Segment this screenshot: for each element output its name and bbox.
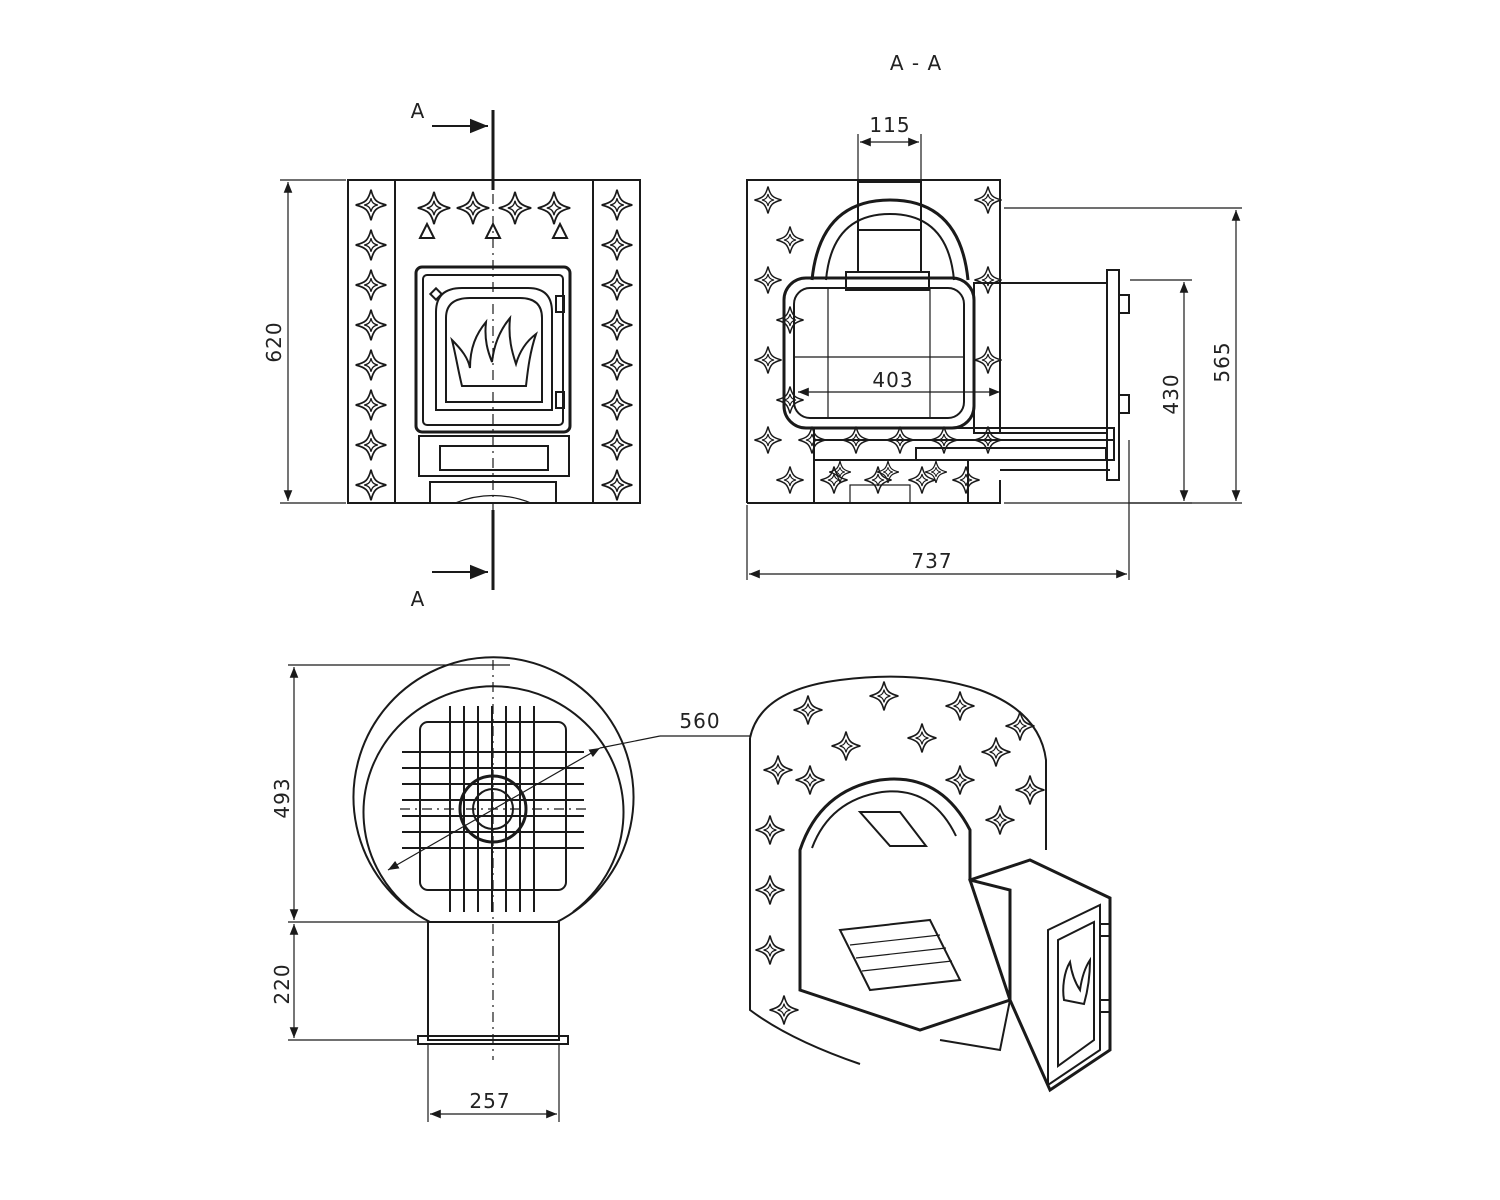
star-ornament: [775, 385, 805, 415]
star-ornament: [600, 268, 634, 302]
front-pattern-right: [600, 188, 634, 502]
star-ornament: [600, 388, 634, 422]
star-ornament: [951, 465, 981, 495]
section-mark-top: A: [411, 99, 426, 123]
dim-door-height: 430: [1159, 373, 1183, 414]
top-view: 560 493 220 257: [270, 656, 750, 1122]
star-ornament: [830, 730, 862, 762]
star-ornament: [600, 348, 634, 382]
star-ornament: [354, 268, 388, 302]
star-ornament: [973, 265, 1003, 295]
section-mark-bottom: A: [411, 587, 426, 611]
dim-tunnel-length: 220: [270, 963, 294, 1004]
dim-diameter: 560: [679, 709, 720, 733]
star-ornament: [1004, 710, 1036, 742]
star-ornament: [907, 465, 937, 495]
star-ornament: [792, 694, 824, 726]
star-ornament: [600, 188, 634, 222]
star-ornament: [600, 228, 634, 262]
star-ornament: [354, 188, 388, 222]
star-ornament: [762, 754, 794, 786]
stove-door: [414, 265, 572, 504]
star-ornament: [754, 934, 786, 966]
isometric-view: [749, 675, 1112, 1093]
star-ornament: [754, 814, 786, 846]
star-ornament: [775, 225, 805, 255]
star-ornament: [980, 736, 1012, 768]
star-ornament: [906, 722, 938, 754]
star-ornament: [753, 265, 783, 295]
star-ornament: [354, 308, 388, 342]
star-ornament: [944, 690, 976, 722]
star-ornament: [354, 228, 388, 262]
front-pattern-top: [416, 190, 572, 239]
star-ornament: [984, 804, 1016, 836]
star-ornament: [973, 345, 1003, 375]
star-ornament: [600, 468, 634, 502]
star-ornament: [354, 428, 388, 462]
star-ornament: [868, 680, 900, 712]
star-ornament: [768, 994, 800, 1026]
star-ornament: [1014, 774, 1046, 806]
front-pattern-left: [354, 188, 388, 502]
star-ornament: [753, 345, 783, 375]
dim-total-height: 565: [1210, 341, 1234, 382]
section-view: A - A 115: [746, 51, 1242, 580]
star-ornament: [354, 348, 388, 382]
dim-front-height: 620: [262, 321, 286, 362]
star-ornament: [600, 428, 634, 462]
dim-chimney-width: 115: [869, 113, 910, 137]
star-ornament: [775, 465, 805, 495]
star-ornament: [973, 185, 1003, 215]
star-ornament: [944, 764, 976, 796]
dim-firebox-depth: 403: [872, 368, 913, 392]
star-ornament: [775, 305, 805, 335]
star-ornament: [794, 764, 826, 796]
star-ornament: [754, 874, 786, 906]
dim-tunnel-width: 257: [469, 1089, 510, 1113]
star-ornament: [354, 388, 388, 422]
star-ornament: [753, 425, 783, 455]
section-title: A - A: [890, 51, 942, 75]
star-ornament: [354, 468, 388, 502]
star-ornament: [600, 308, 634, 342]
front-view: A A 620: [262, 99, 641, 611]
star-ornament: [753, 185, 783, 215]
dim-total-depth: 737: [911, 549, 952, 573]
dim-top-depth: 493: [270, 777, 294, 818]
